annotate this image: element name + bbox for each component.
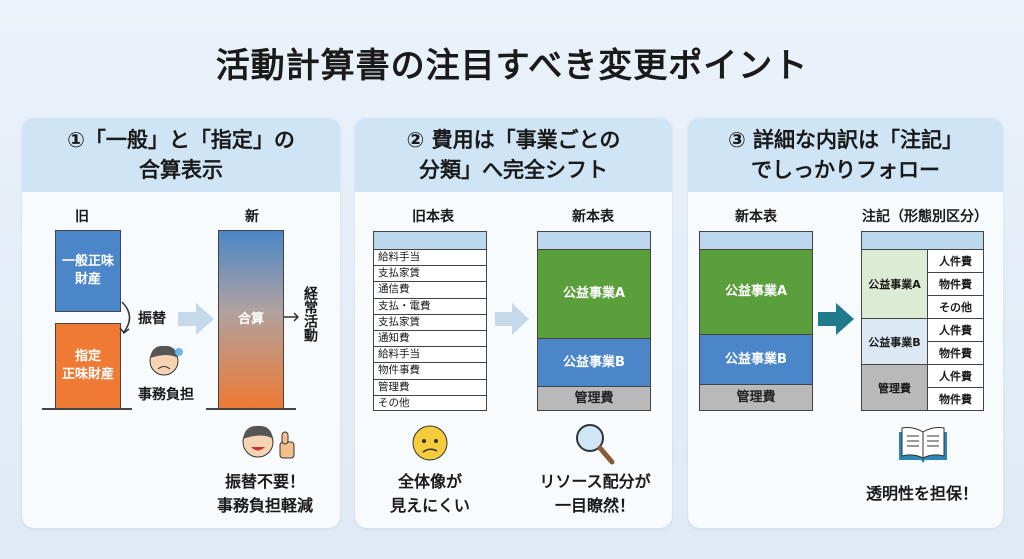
designated-net-assets-box: 指定 正味財産 xyxy=(55,323,121,409)
group-name: 管理費 xyxy=(862,365,928,410)
transfer-label: 振替 xyxy=(138,311,166,327)
right-arrow-icon xyxy=(818,303,854,335)
new-statement-table: 公益事業A 公益事業B 管理費 xyxy=(699,231,813,411)
combined-box: 合算 xyxy=(218,230,284,409)
group-item: 人件費 xyxy=(928,250,983,273)
general-net-assets-box: 一般正味 財産 xyxy=(55,230,121,312)
magnifier-icon xyxy=(576,424,615,465)
open-book-icon xyxy=(899,427,947,463)
table-row: 支払家賃 xyxy=(374,266,486,283)
table-row: 給料手当 xyxy=(374,347,486,364)
confused-face-icon xyxy=(412,425,448,461)
table-row: その他 xyxy=(378,396,410,409)
group-item: 人件費 xyxy=(928,319,983,342)
message-line-2: 事務負担軽減 xyxy=(216,496,313,515)
group-item: 物件費 xyxy=(928,273,983,296)
segment-a: 公益事業A xyxy=(700,250,812,335)
right-arrow-icon xyxy=(178,303,214,335)
baseline xyxy=(206,408,296,410)
notes-group-a: 公益事業A 人件費物件費その他 xyxy=(862,250,983,319)
panel-heading: ② 費用は「事業ごとの 分類」へ完全シフト xyxy=(355,118,672,192)
group-item: 物件費 xyxy=(928,342,983,365)
baseline xyxy=(42,408,132,410)
transparency-message: 透明性を担保！ xyxy=(865,484,978,503)
message-old-line-2: 見えにくい xyxy=(390,496,470,515)
message-new-line-1: リソース配分が xyxy=(539,472,651,491)
message-line-1: 振替不要！ xyxy=(224,472,305,491)
notes-group-admin: 管理費 人件費物件費 xyxy=(862,365,983,410)
notes-group-b: 公益事業B 人件費物件費 xyxy=(862,319,983,365)
new-label: 新 xyxy=(245,209,259,225)
right-arrow-icon xyxy=(495,303,529,335)
old-statement-label: 旧本表 xyxy=(412,209,454,225)
table-row: 通信費 xyxy=(374,282,486,299)
segment-b: 公益事業B xyxy=(538,339,650,387)
message-old-line-1: 全体像が xyxy=(397,472,462,491)
group-name: 公益事業B xyxy=(862,319,928,365)
arrow-right-icon xyxy=(284,312,300,322)
panel-heading: ③ 詳細な内訳は「注記」 でしっかりフォロー xyxy=(688,118,1003,192)
segment-b: 公益事業B xyxy=(700,335,812,385)
group-name: 公益事業A xyxy=(862,250,928,319)
table-row: 支払家賃 xyxy=(374,315,486,331)
table-row: 通知費 xyxy=(374,331,486,348)
notes-table: 公益事業A 人件費物件費その他 公益事業B 人件費物件費 管理費 人件費物件費 xyxy=(861,231,984,411)
segment-admin: 管理費 xyxy=(700,385,812,410)
new-statement-label: 新本表 xyxy=(735,209,777,225)
table-row: 給料手当 xyxy=(374,250,486,267)
table-row: 管理費 xyxy=(374,380,486,396)
new-statement-table: 公益事業A 公益事業B 管理費 xyxy=(537,231,651,411)
group-item: 人件費 xyxy=(928,365,983,388)
table-row: 物件事費 xyxy=(374,363,486,380)
table-row: 支払・電費 xyxy=(374,299,486,315)
segment-admin: 管理費 xyxy=(538,387,650,410)
panel-heading: ①「一般」と「指定」の 合算表示 xyxy=(22,118,340,192)
old-statement-table: 給料手当 支払家賃 通信費 支払・電費 支払家賃 通知費 給料手当 物件事費 管… xyxy=(373,231,487,411)
group-item: 物件費 xyxy=(939,393,972,406)
worried-face-icon xyxy=(149,345,183,376)
group-item: その他 xyxy=(928,296,983,319)
notes-label: 注記（形態別区分） xyxy=(862,209,988,225)
new-statement-label: 新本表 xyxy=(572,209,614,225)
old-label: 旧 xyxy=(75,209,89,225)
ordinary-activities-label: 経常活動 xyxy=(302,286,318,342)
transfer-arrow-icon xyxy=(119,301,131,335)
happy-thumbs-up-icon xyxy=(242,425,295,459)
burden-label: 事務負担 xyxy=(138,387,194,403)
message-new-line-2: 一目瞭然！ xyxy=(554,496,635,515)
segment-a: 公益事業A xyxy=(538,250,650,339)
page-title: 活動計算書の注目すべき変更ポイント xyxy=(215,46,809,86)
